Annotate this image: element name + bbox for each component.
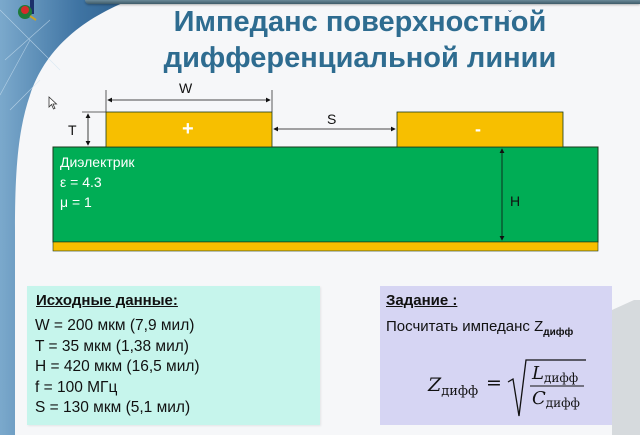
input-data-panel: Исходные данные: W = 200 мкм (7,9 мил) T… [27,286,320,425]
dielectric-mu: μ = 1 [60,194,92,210]
dielectric-info: Диэлектрик ε = 4.3 μ = 1 [60,152,135,212]
sqrt-sign [507,359,586,417]
task-text-main: Посчитать импеданс Z [386,318,544,335]
positive-trace [105,111,273,148]
param-item: H = 420 мкм (16,5 мил) [35,358,200,375]
impedance-formula: Zдифф = Lдифф Cдифф [427,359,586,417]
title-line-2: дифференциальной линии [163,42,557,74]
formula-lhs: Zдифф [427,374,478,399]
top-bar [85,0,640,4]
label-t: T [68,122,77,138]
mouse-cursor-icon [48,96,58,110]
input-data-heading: Исходные данные: [36,292,178,309]
title-line-1: Импеданс поверхностной [173,6,547,38]
formula-numerator: Lдифф [531,363,578,385]
param-list: W = 200 мкм (7,9 мил) T = 35 мкм (1,38 м… [35,316,320,419]
param-item: T = 35 мкм (1,38 мил) [35,337,189,355]
param-item: f = 100 МГц [35,378,118,396]
minus-sign: - [475,119,481,139]
plus-sign: + [182,118,194,140]
formula-denominator: Cдифф [532,388,580,410]
label-s: S [327,111,337,127]
logo-icon [18,0,37,21]
task-text: Посчитать импеданс Zдифф [386,318,612,338]
dielectric-epsilon: ε = 4.3 [60,174,102,190]
dielectric-name: Диэлектрик [60,154,135,170]
task-text-subscript: дифф [543,327,574,338]
panel-shadow [612,300,640,435]
task-heading: Задание : [386,292,458,309]
formula-equals: = [486,372,502,394]
label-h: H [510,193,521,209]
ground-plane [52,241,599,252]
negative-trace [396,111,564,148]
cross-section-diagram [52,90,599,252]
param-item: S = 130 мкм (5,1 мил) [35,399,191,416]
param-item: W = 200 мкм (7,9 мил) [35,317,195,334]
label-w: W [179,80,193,96]
task-panel: Задание : Посчитать импеданс Zдифф Zдифф… [380,286,612,425]
chevron-down-icon[interactable]: ⌄ [506,5,514,14]
page-title: Импеданс поверхностной дифференциальной … [80,4,640,76]
